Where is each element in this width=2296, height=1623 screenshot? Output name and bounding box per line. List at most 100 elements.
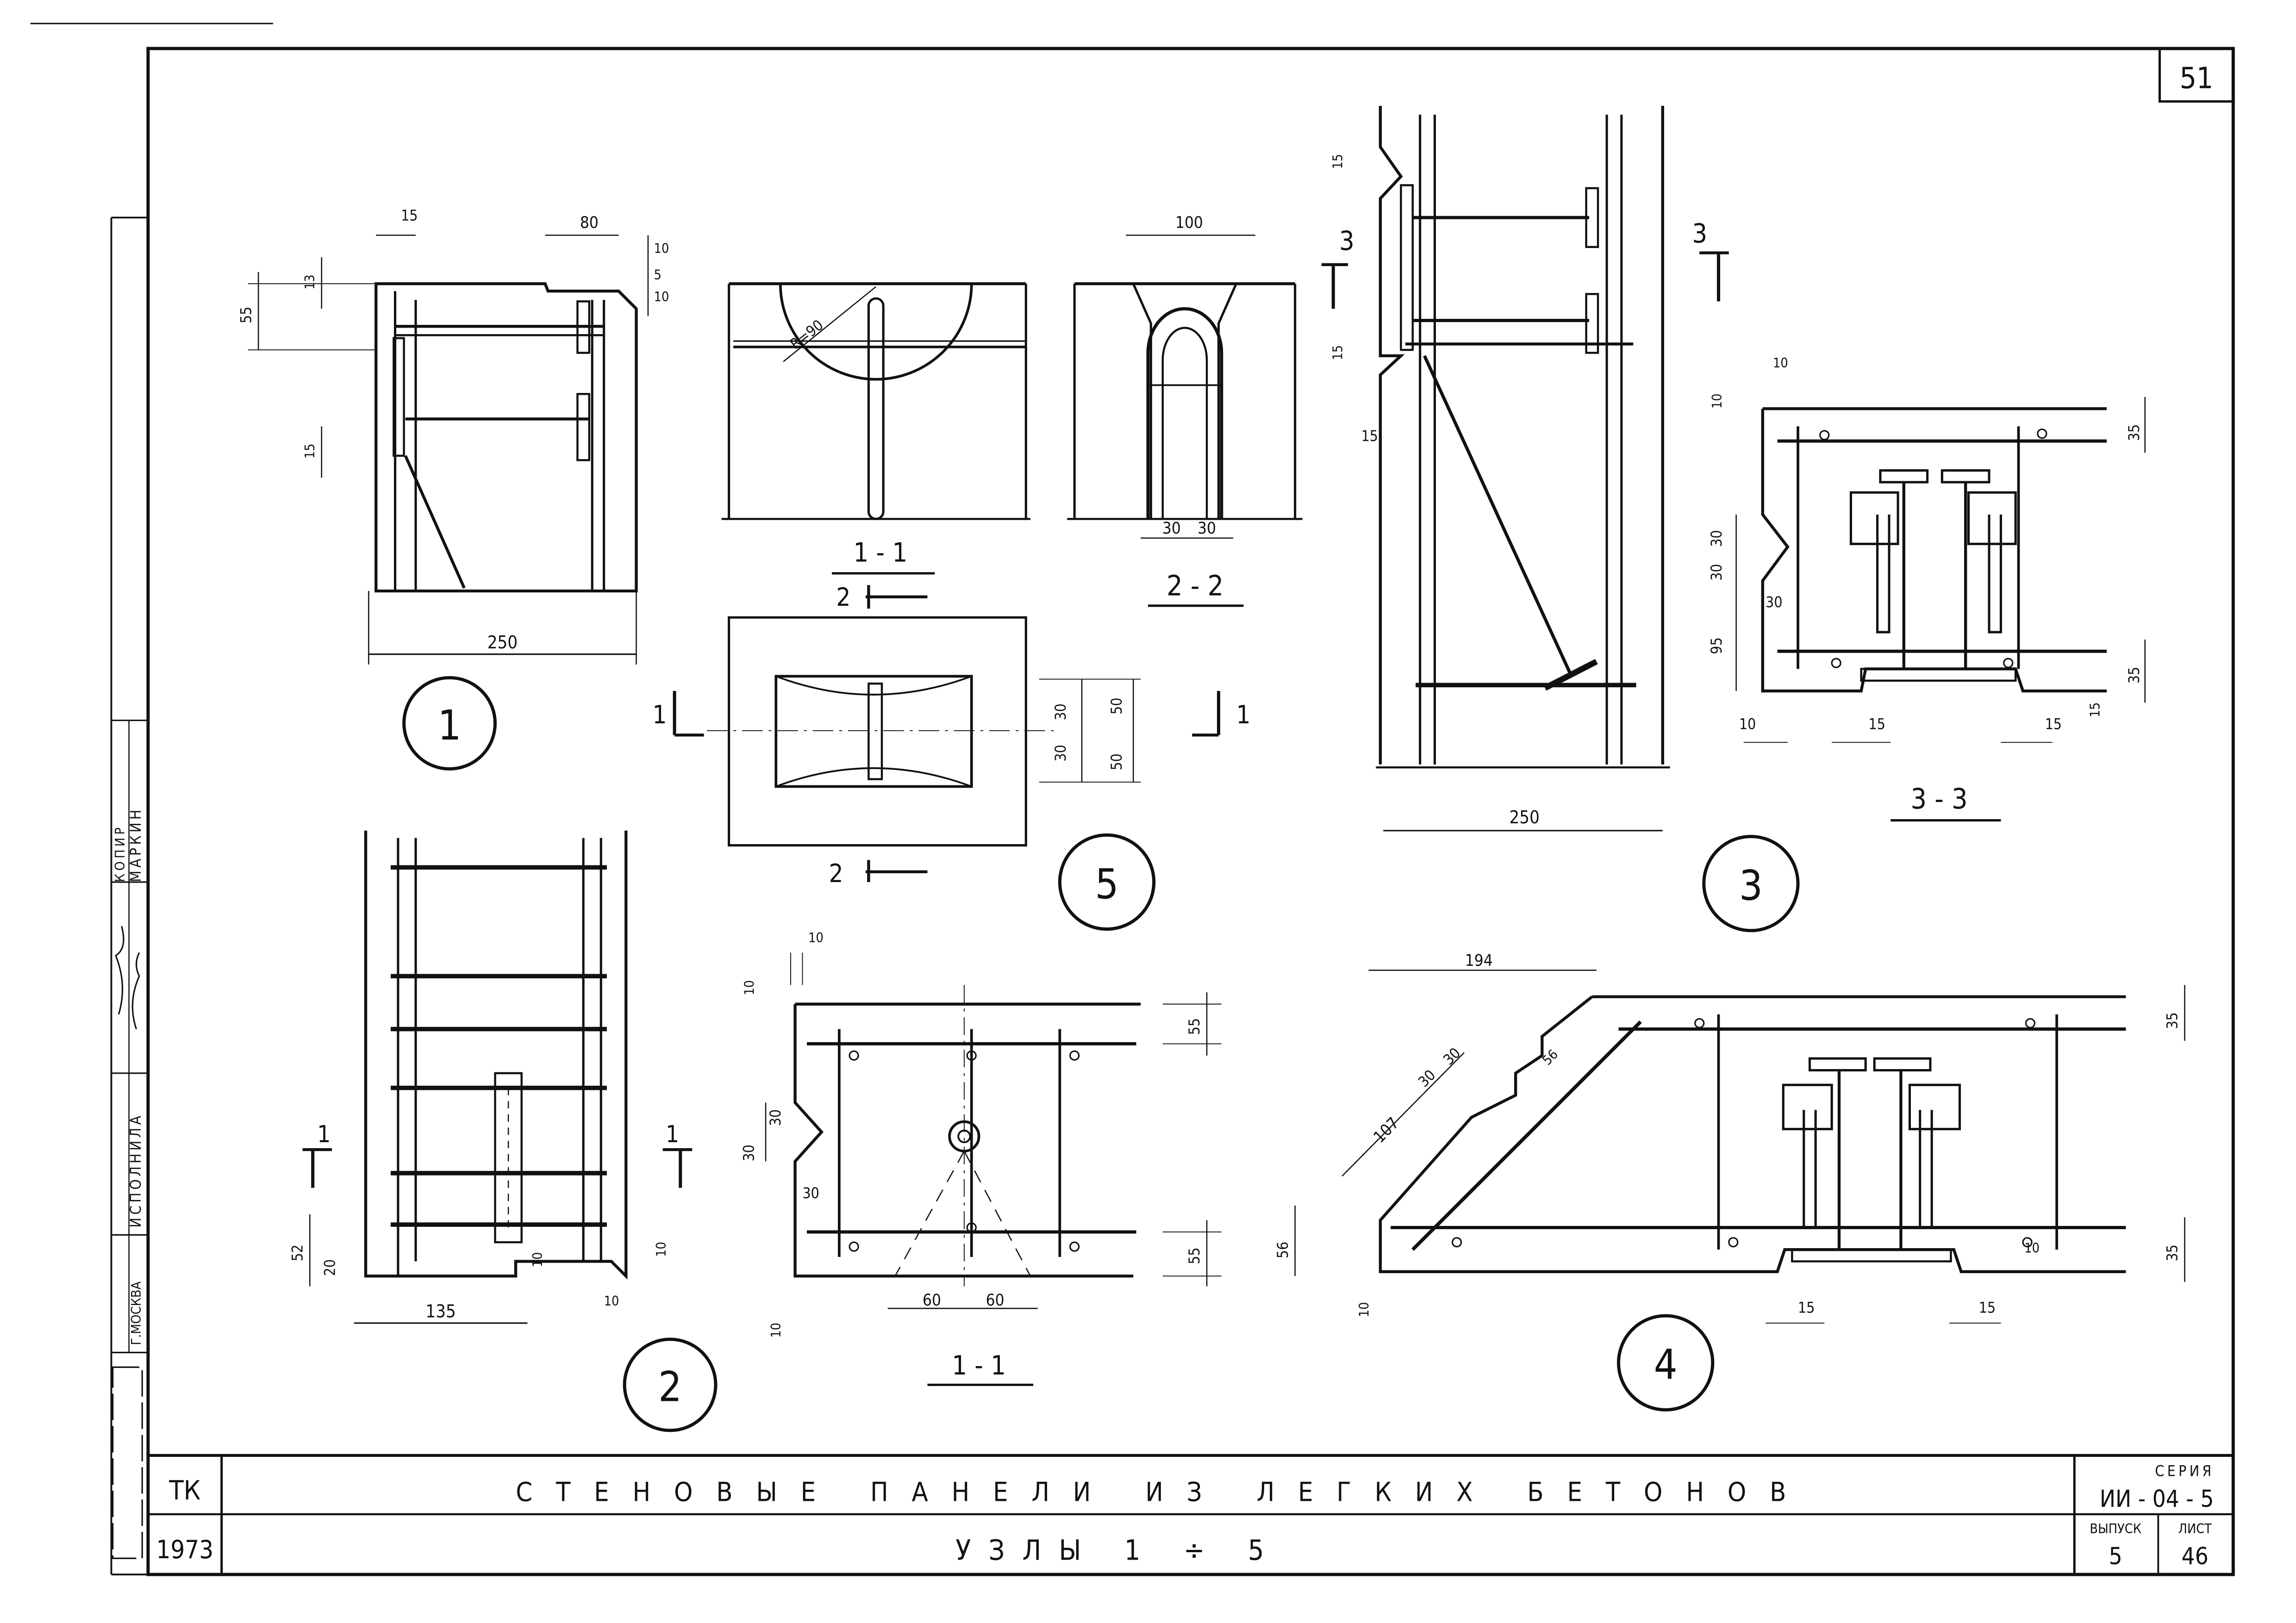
d4-dim-30b: 30 — [1440, 1045, 1464, 1069]
d4-dim-30a: 30 — [1415, 1067, 1439, 1090]
d5-cut-left: 1 — [652, 700, 667, 729]
s11-cut-below: 2 — [836, 583, 851, 612]
d2-cut-left: 1 — [317, 1120, 331, 1148]
s33-dim-r35b: 35 — [2126, 667, 2143, 684]
d5-callout-circle — [1058, 833, 1156, 931]
s33-dim-r35a: 35 — [2126, 424, 2143, 441]
d4-dim-r35a: 35 — [2165, 1012, 2181, 1029]
d2-dim-52: 52 — [289, 1244, 306, 1261]
s11b-dim-r55b: 55 — [1186, 1248, 1203, 1264]
d2-dim-20: 20 — [322, 1259, 338, 1276]
drawing-title: СТЕНОВЫЕ ПАНЕЛИ ИЗ ЛЕГКИХ БЕТОНОВ — [516, 1477, 1809, 1507]
detail-2: 1 1 135 52 20 10 10 10 2 — [289, 830, 718, 1432]
stamp-name: МАРКИН — [128, 807, 144, 882]
d2-callout-circle — [623, 1337, 718, 1432]
d4-dim-r10: 10 — [2024, 1240, 2040, 1256]
s33-title: 3 - 3 — [1910, 783, 1967, 815]
s22-dim-b2: 30 — [1198, 519, 1216, 538]
d5-callout-label: 5 — [1095, 860, 1119, 908]
d3-cut-left: 3 — [1339, 226, 1354, 256]
org-code: ТК — [168, 1475, 200, 1506]
s22-dim-b1: 30 — [1162, 519, 1181, 538]
d2-dim-10b: 10 — [653, 1242, 669, 1257]
detail-1: 250 15 80 10 5 10 55 13 15 1 — [238, 207, 669, 771]
d4-dim-r35b: 35 — [2165, 1244, 2181, 1261]
sheet-number-box: 51 — [2158, 47, 2234, 103]
s11b-title: 1 - 1 — [952, 1350, 1006, 1381]
drawing-subtitle: УЗЛЫ 1 ÷ 5 — [955, 1534, 1281, 1567]
d3-dim-15c: 15 — [1361, 428, 1378, 445]
issue-label: ВЫПУСК — [2090, 1521, 2141, 1536]
section-1-1-top: R=90 1 - 1 2 — [721, 282, 1030, 612]
s33-dim-b15a: 15 — [1869, 716, 1885, 733]
s11b-dim-t10: 10 — [808, 930, 824, 945]
s11b-dim-r55a: 55 — [1186, 1018, 1203, 1035]
d1-dim-bottom: 250 — [487, 632, 518, 653]
s33-dim-l30c: 30 — [1766, 594, 1782, 611]
d4-dim-10: 10 — [1356, 1302, 1372, 1318]
sheet-label: ЛИСТ — [2178, 1521, 2212, 1536]
s11b-dim-b60b: 60 — [986, 1291, 1004, 1310]
s11b-dim-l30b: 30 — [741, 1144, 758, 1161]
s33-dim-b10: 10 — [1739, 716, 1756, 733]
d2-cut-right: 1 — [666, 1120, 679, 1148]
d2-callout-label: 2 — [658, 1362, 682, 1411]
d3-dim-15a: 15 — [1329, 154, 1345, 169]
d1-dim-left-main: 55 — [238, 307, 255, 323]
d2-dim-135: 135 — [425, 1301, 455, 1321]
sheet-number: 51 — [2180, 61, 2214, 95]
s33-dim-l30a: 30 — [1709, 530, 1725, 547]
d3-cut-right: 3 — [1692, 218, 1707, 249]
s33-dim-l95: 95 — [1709, 637, 1725, 654]
d1-dim-top-left: 15 — [401, 207, 418, 224]
series-value: ИИ - 04 - 5 — [2100, 1485, 2214, 1512]
detail-3: 250 15 15 15 3 3 3 — [1321, 106, 1800, 933]
year: 1973 — [156, 1535, 214, 1564]
series-label: СЕРИЯ — [2155, 1463, 2214, 1480]
d1-dim-top-right: 80 — [580, 213, 599, 232]
d4-callout-circle — [1617, 1314, 1715, 1412]
issue-value: 5 — [2109, 1542, 2122, 1570]
d1-dim-r2: 5 — [654, 267, 661, 283]
d2-dim-10a: 10 — [530, 1252, 545, 1268]
s33-dim-r15: 15 — [2087, 702, 2103, 717]
s33-dim-l10: 10 — [1709, 393, 1725, 409]
s11-title: 1 - 1 — [854, 537, 908, 568]
d4-callout-label: 4 — [1654, 1341, 1678, 1389]
d1-callout-label: 1 — [438, 701, 462, 749]
d4-dim-b15b: 15 — [1979, 1300, 1996, 1317]
d5-dim-r30b: 30 — [1053, 745, 1069, 761]
stamp-role-1: ИСПОЛНИЛА — [128, 1113, 144, 1228]
d1-callout-circle — [402, 676, 497, 771]
s22-title: 2 - 2 — [1167, 570, 1223, 603]
sheet-frame — [30, 23, 2235, 1576]
section-1-1-bottom: 60 60 10 10 30 30 30 55 55 10 1 - 1 — [741, 930, 1222, 1386]
d5-dim-r30a: 30 — [1053, 703, 1069, 720]
detail-4: 194 107 30 30 56 56 10 35 35 10 15 15 4 — [1275, 951, 2185, 1412]
section-3-3: 10 10 30 30 30 95 35 35 15 10 15 15 3 - … — [1709, 355, 2146, 822]
d3-callout-circle — [1702, 835, 1800, 933]
s22-dim-top: 100 — [1175, 213, 1203, 232]
s11b-dim-l30c: 30 — [802, 1185, 819, 1202]
s11b-dim-b60a: 60 — [923, 1291, 941, 1310]
d4-dim-b15a: 15 — [1798, 1300, 1815, 1317]
s33-dim-b15b: 15 — [2045, 716, 2062, 733]
s11b-dim-l30a: 30 — [767, 1109, 784, 1126]
d5-dim-r50a: 50 — [1109, 697, 1125, 714]
d2-stirrups — [391, 865, 607, 1227]
s33-dim-t10: 10 — [1773, 355, 1788, 371]
d4-dim-194: 194 — [1465, 951, 1493, 970]
side-stamp: МАРКИН КОПИР ИСПОЛНИЛА Г.МОСКВА — [111, 719, 148, 1559]
d1-dim-r1: 10 — [654, 240, 669, 256]
s11b-dim-l10: 10 — [742, 980, 757, 995]
d5-dim-r50b: 50 — [1109, 753, 1125, 770]
detail-5: 30 30 50 50 1 1 2 5 — [652, 616, 1251, 931]
s33-dim-l30b: 30 — [1709, 564, 1725, 580]
d5-cut-right: 1 — [1236, 700, 1251, 729]
d2-dim-10c: 10 — [604, 1293, 619, 1309]
stamp-city: Г.МОСКВА — [128, 1281, 144, 1345]
d1-dim-left-top: 13 — [302, 274, 318, 290]
s11b-dim-b10: 10 — [768, 1323, 784, 1338]
d1-dim-left-mid: 15 — [302, 443, 318, 459]
